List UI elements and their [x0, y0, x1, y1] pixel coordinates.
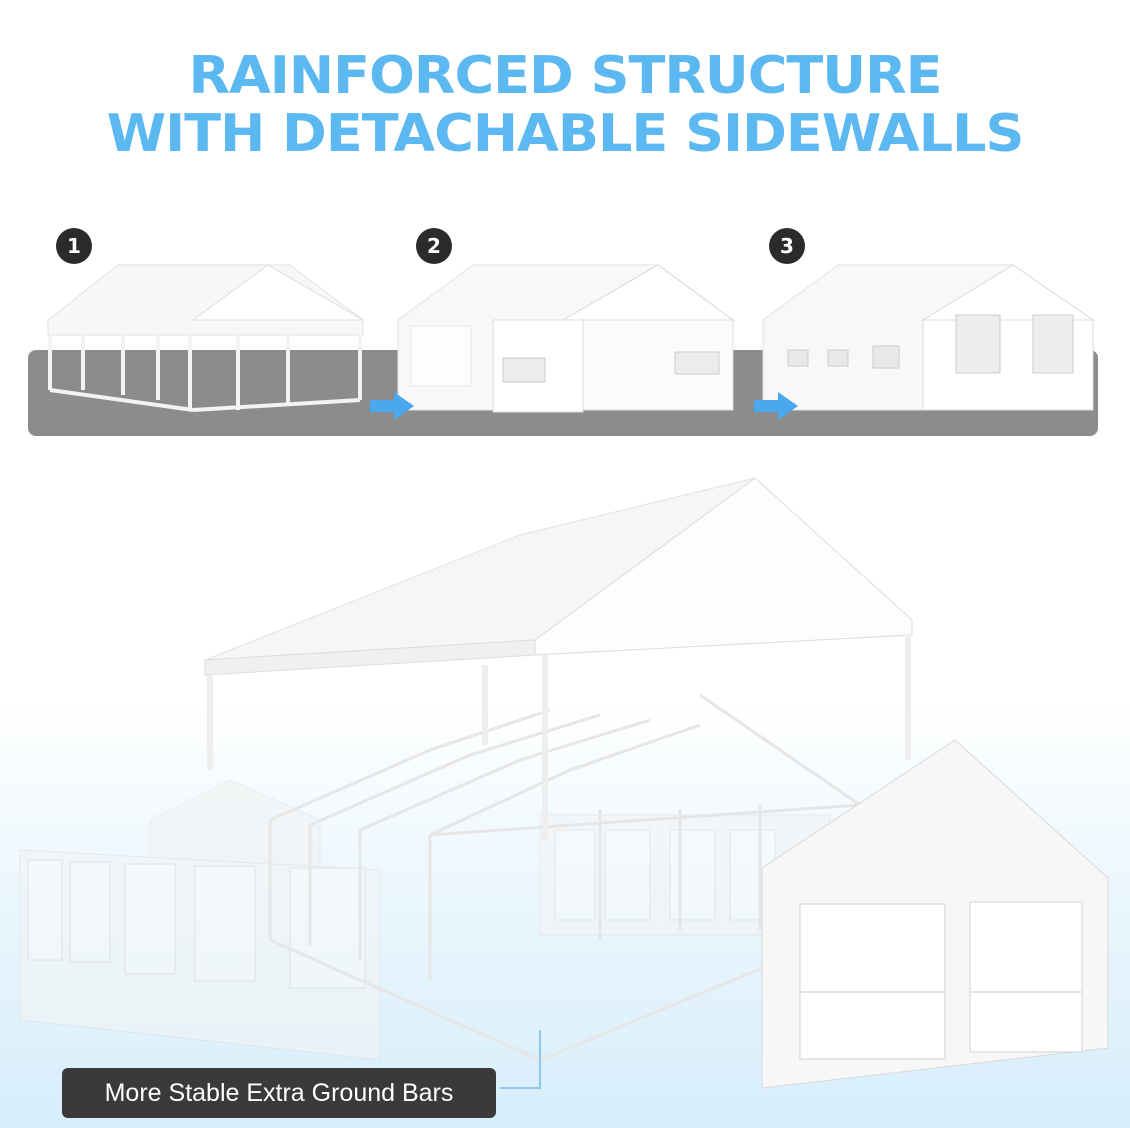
step-badge-3: 3 [769, 228, 805, 264]
step-badge-2: 2 [416, 228, 452, 264]
callout-leader-line [500, 1030, 541, 1089]
exploded-tent-illustration [19, 477, 1109, 1089]
tent-step-2-image [397, 264, 735, 413]
headline-line-1: RAINFORCED STRUCTURE [188, 45, 942, 106]
front-gable-sidewall-panel [761, 739, 1109, 1089]
arrow-right-icon [370, 392, 414, 420]
step-badge-1: 1 [56, 228, 92, 264]
ground-bars-callout: More Stable Extra Ground Bars [62, 1068, 496, 1118]
tent-step-3-image [762, 264, 1095, 411]
headline-line-2: WITH DETACHABLE SIDEWALLS [106, 103, 1025, 164]
tent-roof [204, 477, 913, 840]
arrow-right-icon [754, 392, 798, 420]
left-sidewall-panel [19, 779, 381, 1061]
assembly-steps-strip: 1 2 3 [28, 220, 1098, 436]
steel-frame [268, 693, 861, 1062]
tent-step-1-image [47, 264, 365, 412]
